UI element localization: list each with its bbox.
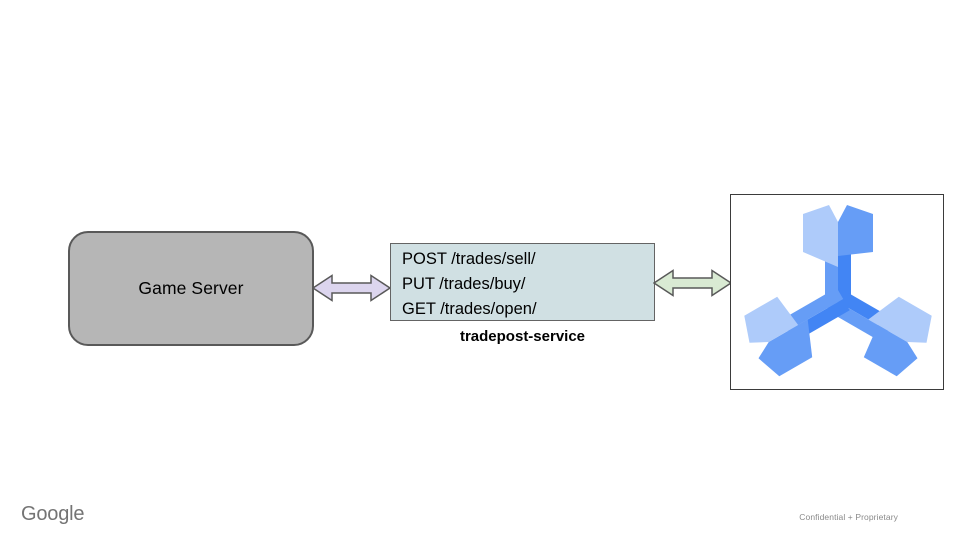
cloud-spanner-card	[730, 194, 944, 390]
tradepost-service-label: tradepost-service	[459, 328, 586, 345]
tradepost-endpoints-box: POST /trades/sell/ PUT /trades/buy/ GET …	[390, 243, 655, 321]
double-arrow-left-shape	[313, 275, 390, 301]
double-arrow-right-icon	[653, 269, 732, 297]
game-server-node: Game Server	[68, 231, 314, 346]
endpoint-line-get: GET /trades/open/	[402, 300, 537, 318]
double-arrow-right-shape	[654, 270, 731, 296]
spanner-arm-down-left	[744, 287, 850, 377]
confidentiality-notice: Confidential + Proprietary	[799, 512, 898, 522]
spanner-arm-up	[803, 205, 873, 308]
google-logo: Google	[21, 503, 85, 525]
endpoint-line-put: PUT /trades/buy/	[402, 275, 526, 293]
cloud-spanner-icon	[744, 205, 932, 377]
game-server-label: Game Server	[138, 278, 244, 298]
double-arrow-left-icon	[312, 274, 391, 302]
endpoint-line-post: POST /trades/sell/	[402, 250, 536, 268]
